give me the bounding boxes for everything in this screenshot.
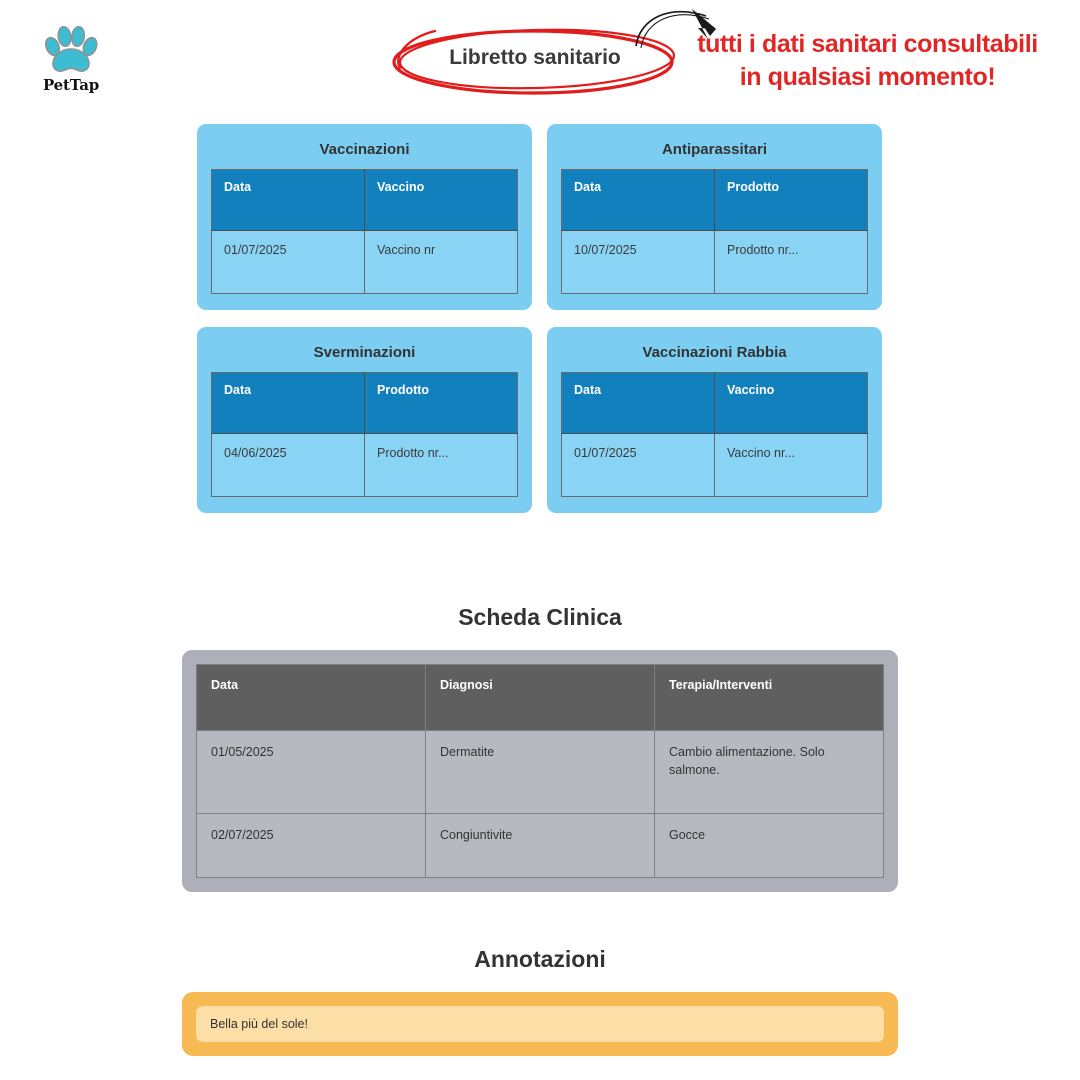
- table-sverminazioni: Data Prodotto 04/06/2025 Prodotto nr...: [211, 372, 518, 497]
- card-title: Vaccinazioni: [319, 141, 410, 158]
- health-cards-grid: Vaccinazioni Data Vaccino 01/07/2025 Vac…: [197, 124, 883, 530]
- table-row[interactable]: 01/07/2025 Vaccino nr...: [561, 433, 868, 497]
- table-row[interactable]: 04/06/2025 Prodotto nr...: [211, 433, 518, 497]
- cell-diagnosi: Dermatite: [425, 730, 655, 813]
- card-antiparassitari[interactable]: Antiparassitari Data Prodotto 10/07/2025…: [547, 124, 882, 310]
- card-sverminazioni[interactable]: Sverminazioni Data Prodotto 04/06/2025 P…: [197, 327, 532, 513]
- cell-data: 01/05/2025: [196, 730, 426, 813]
- callout-line-2: in qualsiasi momento!: [739, 63, 996, 91]
- curved-arrow-icon: [635, 9, 716, 49]
- cell-prodotto: Prodotto nr...: [714, 230, 868, 294]
- cell-vaccino: Vaccino nr...: [714, 433, 868, 497]
- page-title: Libretto sanitario: [449, 46, 621, 69]
- scheda-clinica-title: Scheda Clinica: [458, 604, 622, 630]
- column-header-data: Data: [211, 372, 365, 434]
- table-row[interactable]: 01/05/2025 Dermatite Cambio alimentazion…: [196, 730, 884, 813]
- cell-vaccino: Vaccino nr: [364, 230, 518, 294]
- paw-icon: [44, 25, 98, 72]
- column-header-data: Data: [196, 664, 426, 731]
- annotazioni-card: Bella più del sole!: [182, 992, 898, 1056]
- column-header-data: Data: [211, 169, 365, 231]
- scheda-clinica-card: Data Diagnosi Terapia/Interventi 01/05/2…: [182, 650, 898, 893]
- table-scheda-clinica: Data Diagnosi Terapia/Interventi 01/05/2…: [196, 664, 884, 879]
- table-antiparassitari: Data Prodotto 10/07/2025 Prodotto nr...: [561, 169, 868, 294]
- callout-annotation: tutti i dati sanitari consultabili in qu…: [655, 28, 1080, 94]
- card-title: Vaccinazioni Rabbia: [642, 344, 787, 361]
- card-vaccinazioni[interactable]: Vaccinazioni Data Vaccino 01/07/2025 Vac…: [197, 124, 532, 310]
- cell-prodotto: Prodotto nr...: [364, 433, 518, 497]
- column-header-prodotto: Prodotto: [364, 372, 518, 434]
- health-cards-row-1: Vaccinazioni Data Vaccino 01/07/2025 Vac…: [197, 124, 883, 310]
- table-header-row: Data Vaccino: [561, 372, 868, 434]
- cell-data: 04/06/2025: [211, 433, 365, 497]
- column-header-vaccino: Vaccino: [364, 169, 518, 231]
- annotation-note[interactable]: Bella più del sole!: [196, 1006, 884, 1042]
- table-vaccinazioni: Data Vaccino 01/07/2025 Vaccino nr: [211, 169, 518, 294]
- table-header-row: Data Vaccino: [211, 169, 518, 231]
- column-header-terapia: Terapia/Interventi: [654, 664, 884, 731]
- card-title: Antiparassitari: [661, 141, 768, 158]
- cell-terapia: Gocce: [654, 812, 884, 878]
- cell-diagnosi: Congiuntivite: [425, 812, 655, 878]
- page-title-wrap: Libretto sanitario: [390, 18, 680, 96]
- card-title: Sverminazioni: [313, 344, 416, 361]
- cell-data: 01/07/2025: [561, 433, 715, 497]
- brand-logo[interactable]: PetTap: [30, 22, 112, 94]
- cell-data: 02/07/2025: [196, 812, 426, 878]
- column-header-vaccino: Vaccino: [714, 372, 868, 434]
- cell-data: 01/07/2025: [211, 230, 365, 294]
- table-row[interactable]: 02/07/2025 Congiuntivite Gocce: [196, 812, 884, 878]
- table-row[interactable]: 10/07/2025 Prodotto nr...: [561, 230, 868, 294]
- cell-terapia: Cambio alimentazione. Solo salmone.: [654, 730, 884, 813]
- table-vaccinazioni-rabbia: Data Vaccino 01/07/2025 Vaccino nr...: [561, 372, 868, 497]
- column-header-diagnosi: Diagnosi: [425, 664, 655, 731]
- red-ellipse-highlight-icon: [392, 28, 676, 95]
- table-header-row: Data Prodotto: [561, 169, 868, 231]
- table-header-row: Data Prodotto: [211, 372, 518, 434]
- brand-name: PetTap: [42, 76, 100, 94]
- table-row[interactable]: 01/07/2025 Vaccino nr: [211, 230, 518, 294]
- card-vaccinazioni-rabbia[interactable]: Vaccinazioni Rabbia Data Vaccino 01/07/2…: [547, 327, 882, 513]
- column-header-data: Data: [561, 169, 715, 231]
- page-header: PetTap Libretto sanitario tutti i dati s…: [0, 0, 1080, 118]
- column-header-prodotto: Prodotto: [714, 169, 868, 231]
- table-header-row: Data Diagnosi Terapia/Interventi: [196, 664, 884, 731]
- annotazioni-title: Annotazioni: [474, 946, 606, 972]
- callout-line-1: tutti i dati sanitari consultabili: [697, 30, 1038, 58]
- cell-data: 10/07/2025: [561, 230, 715, 294]
- health-cards-row-2: Sverminazioni Data Prodotto 04/06/2025 P…: [197, 327, 883, 513]
- column-header-data: Data: [561, 372, 715, 434]
